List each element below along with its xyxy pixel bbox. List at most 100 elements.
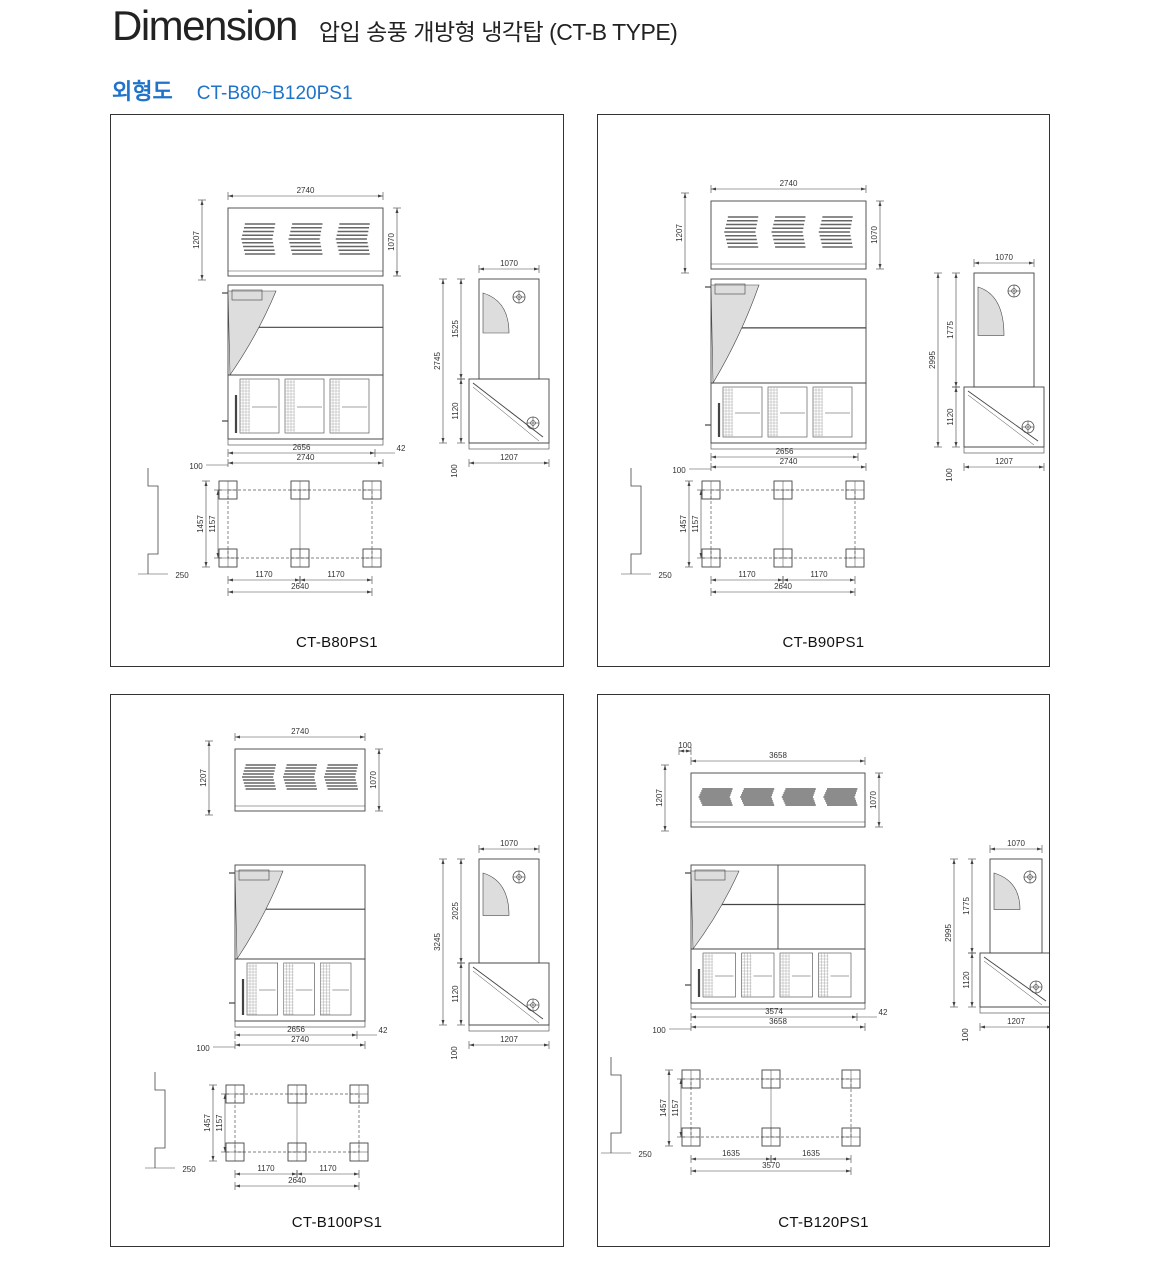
inlet-hatch (234, 870, 284, 960)
title-sub: 압입 송풍 개방형 냉각탑 (CT-B TYPE) (318, 19, 678, 45)
dimension-label: 1070 (1007, 839, 1025, 848)
fill-grid (812, 386, 823, 437)
arrowhead (936, 273, 940, 278)
arrowhead (711, 187, 716, 191)
dimension-label: 1157 (691, 515, 700, 533)
dimension-label: 1525 (451, 320, 460, 338)
fill-grid (320, 962, 331, 1015)
dimension-label: 1120 (451, 985, 460, 1003)
fill-grid (283, 962, 294, 1015)
arrowhead (970, 948, 974, 953)
dimension-label: 1170 (810, 570, 828, 579)
arrowhead (223, 1094, 227, 1099)
arrowhead (228, 578, 233, 582)
dimension-label: 1070 (387, 233, 396, 251)
fan-hub (516, 294, 522, 300)
dimension-label: 2995 (944, 924, 953, 942)
arrowhead (711, 455, 716, 459)
arrowhead (204, 562, 208, 567)
dimension-label: 3658 (769, 751, 787, 760)
arrowhead (207, 810, 211, 815)
fill-grid (767, 386, 778, 437)
arrowhead (228, 590, 233, 594)
arrowhead (395, 271, 399, 276)
arrowhead (292, 1172, 297, 1176)
arrowhead (459, 379, 463, 384)
dimension-label: 1775 (962, 897, 971, 915)
dimension-label: 1207 (192, 231, 201, 249)
dimension-label: 2656 (776, 447, 794, 456)
dimension-label: 2995 (928, 351, 937, 369)
base-height-label: 100 (450, 464, 459, 478)
section-heading: 외형도 CT-B80~B120PS1 (112, 74, 353, 106)
dimension-label: 1775 (946, 321, 955, 339)
fan-hub (1033, 984, 1039, 990)
dimension-label: 1170 (255, 570, 273, 579)
dimension-label: 1070 (995, 253, 1013, 262)
fill-grid (702, 952, 713, 997)
arrowhead (667, 1070, 671, 1075)
arrowhead (663, 765, 667, 770)
arrowhead (711, 578, 716, 582)
fill-grid (722, 386, 733, 437)
arrowhead (441, 279, 445, 284)
arrowhead (367, 590, 372, 594)
fill-grid (246, 962, 257, 1015)
title-main: Dimension (112, 2, 298, 49)
offset-label: 100 (652, 1026, 666, 1035)
arrowhead (200, 200, 204, 205)
arrowhead (479, 267, 484, 271)
model-label: CT-B90PS1 (782, 634, 865, 651)
side-hatch (482, 872, 510, 916)
arrowhead (297, 1172, 302, 1176)
base-height-label: 100 (961, 1028, 970, 1042)
dimension-label: 1207 (675, 224, 684, 242)
dimension-label: 3574 (765, 1007, 783, 1016)
dimension-label: 2656 (287, 1025, 305, 1034)
edge-label: 250 (182, 1165, 196, 1174)
arrowhead (235, 1033, 240, 1037)
arrowhead (469, 1043, 474, 1047)
foundation-profile (147, 468, 159, 574)
fill-grid (741, 952, 752, 997)
arrowhead (699, 553, 703, 558)
arrowhead (534, 267, 539, 271)
arrowhead (691, 1025, 696, 1029)
arrowhead (954, 387, 958, 392)
offset-label: 100 (196, 1044, 210, 1053)
dimension-label: 1120 (451, 402, 460, 420)
dimension-label: 1457 (659, 1099, 668, 1117)
arrowhead (691, 759, 696, 763)
dimension-label: 2740 (291, 1035, 309, 1044)
gap-label: 42 (879, 1008, 888, 1017)
section-range: CT-B80~B120PS1 (196, 83, 353, 104)
arrowhead (691, 1015, 696, 1019)
arrowhead (300, 578, 305, 582)
arrowhead (711, 465, 716, 469)
dimension-label: 1457 (203, 1114, 212, 1132)
arrowhead (459, 958, 463, 963)
arrowhead (861, 187, 866, 191)
arrowhead (395, 208, 399, 213)
fan-hub (530, 1002, 536, 1008)
arrowhead (954, 442, 958, 447)
louver-grille (283, 764, 317, 790)
louver-grille (242, 764, 276, 790)
arrowhead (711, 590, 716, 594)
arrowhead (459, 438, 463, 443)
louver-grille (324, 764, 358, 790)
foundation-profile (610, 1057, 622, 1153)
arrowhead (534, 847, 539, 851)
dimension-label: 1635 (802, 1149, 820, 1158)
arrowhead (1029, 261, 1034, 265)
dimension-label: 100 (678, 741, 692, 750)
arrowhead (846, 1157, 851, 1161)
dimension-label: 3570 (762, 1161, 780, 1170)
arrowhead (459, 859, 463, 864)
arrowhead (877, 822, 881, 827)
